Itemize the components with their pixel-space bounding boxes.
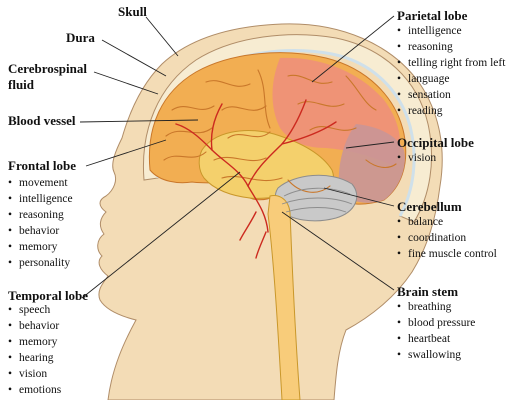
occipital-lobe-functions: vision bbox=[397, 150, 436, 166]
function-item: reasoning bbox=[8, 207, 73, 223]
leader-blood-vessel bbox=[79, 119, 199, 123]
leader-dura bbox=[101, 39, 167, 77]
brain-stem-region bbox=[267, 195, 301, 400]
function-item: memory bbox=[8, 334, 61, 350]
function-item: movement bbox=[8, 175, 73, 191]
frontal-lobe-functions: movementintelligencereasoningbehaviormem… bbox=[8, 175, 73, 271]
label-csf-line1: Cerebrospinal bbox=[8, 61, 87, 76]
function-item: reading bbox=[397, 103, 505, 119]
function-item: personality bbox=[8, 255, 73, 271]
function-item: coordination bbox=[397, 230, 497, 246]
function-item: emotions bbox=[8, 382, 61, 398]
function-item: heartbeat bbox=[397, 331, 475, 347]
function-item: intelligence bbox=[397, 23, 505, 39]
function-item: memory bbox=[8, 239, 73, 255]
leader-lines bbox=[79, 15, 395, 299]
label-blood-vessel: Blood vessel bbox=[8, 113, 76, 128]
leader-parietal bbox=[311, 15, 395, 83]
label-skull: Skull bbox=[118, 4, 147, 19]
leader-frontal bbox=[85, 139, 167, 167]
function-item: language bbox=[397, 71, 505, 87]
gyri-lines bbox=[163, 69, 397, 193]
leader-cerebellum bbox=[323, 187, 395, 207]
label-occipital-lobe: Occipital lobe bbox=[397, 135, 474, 150]
blood-vessels bbox=[175, 99, 337, 259]
temporal-lobe-functions: speechbehaviormemoryhearingvisionemotion… bbox=[8, 302, 61, 398]
function-item: behavior bbox=[8, 223, 73, 239]
leader-occipital bbox=[345, 141, 395, 149]
cerebellum-functions: balancecoordinationfine muscle control bbox=[397, 214, 497, 262]
function-item: fine muscle control bbox=[397, 246, 497, 262]
label-parietal-lobe: Parietal lobe bbox=[397, 8, 468, 23]
function-item: behavior bbox=[8, 318, 61, 334]
leader-csf bbox=[93, 71, 159, 95]
function-item: balance bbox=[397, 214, 497, 230]
leader-brain-stem bbox=[281, 211, 395, 291]
function-item: sensation bbox=[397, 87, 505, 103]
function-item: intelligence bbox=[8, 191, 73, 207]
function-item: telling right from left bbox=[397, 55, 505, 71]
function-item: vision bbox=[8, 366, 61, 382]
brain-stem-functions: breathingblood pressureheartbeatswallowi… bbox=[397, 299, 475, 363]
function-item: breathing bbox=[397, 299, 475, 315]
label-csf-line2: fluid bbox=[8, 77, 35, 92]
function-item: speech bbox=[8, 302, 61, 318]
label-temporal-lobe: Temporal lobe bbox=[8, 288, 89, 303]
function-item: blood pressure bbox=[397, 315, 475, 331]
label-cerebellum: Cerebellum bbox=[397, 199, 462, 214]
label-frontal-lobe: Frontal lobe bbox=[8, 158, 77, 173]
function-item: swallowing bbox=[397, 347, 475, 363]
leader-temporal bbox=[81, 171, 241, 299]
label-dura: Dura bbox=[66, 30, 95, 45]
function-item: vision bbox=[397, 150, 436, 166]
cerebellum-folia bbox=[281, 187, 353, 213]
label-brain-stem: Brain stem bbox=[397, 284, 459, 299]
parietal-lobe-functions: intelligencereasoningtelling right from … bbox=[397, 23, 505, 119]
function-item: hearing bbox=[8, 350, 61, 366]
function-item: reasoning bbox=[397, 39, 505, 55]
leader-skull bbox=[145, 16, 179, 57]
